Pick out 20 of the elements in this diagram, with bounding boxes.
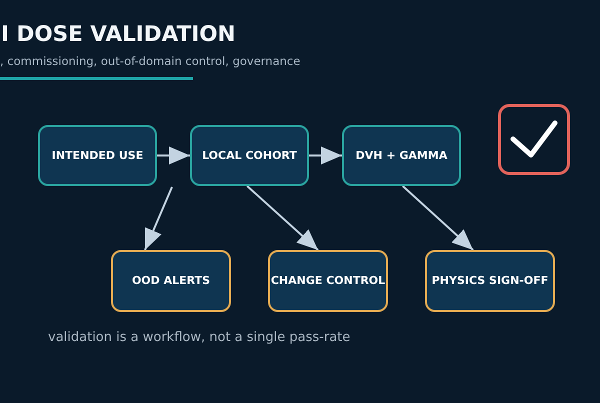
process-box <box>38 125 157 186</box>
arrow <box>402 185 474 251</box>
process-box <box>111 250 231 312</box>
node-label: OOD ALERTS <box>132 274 210 288</box>
arrow <box>157 146 190 164</box>
arrow <box>144 186 173 250</box>
process-box <box>268 250 388 312</box>
process-box <box>190 125 309 186</box>
title: I DOSE VALIDATION <box>1 24 236 46</box>
node-label: DVH + GAMMA <box>356 148 448 162</box>
node-label: INTENDED USE <box>52 148 144 162</box>
node-label: CHANGE CONTROL <box>270 274 386 288</box>
node-label: LOCAL COHORT <box>202 148 297 162</box>
node-label: PHYSICS SIGN-OFF <box>432 274 548 288</box>
process-box <box>342 125 461 186</box>
caption: validation is a workflow, not a single pass-rate <box>48 331 350 344</box>
arrow <box>309 146 342 164</box>
arrow <box>246 185 319 251</box>
process-box <box>425 250 555 312</box>
subtitle: , commissioning, out-of-domain control, governance <box>0 56 300 68</box>
